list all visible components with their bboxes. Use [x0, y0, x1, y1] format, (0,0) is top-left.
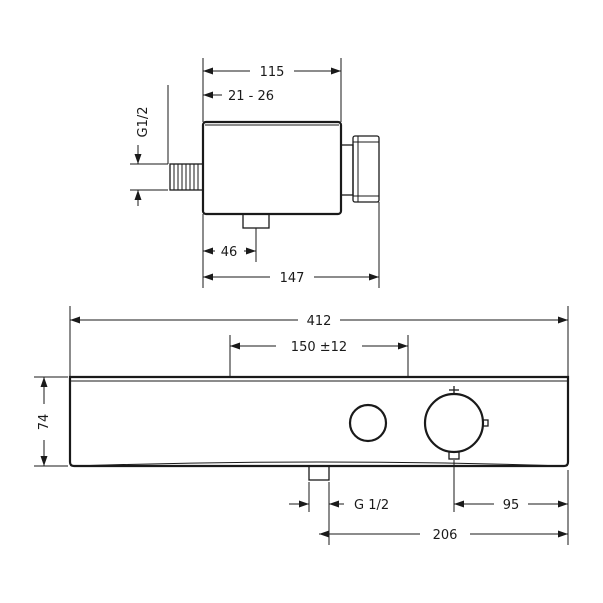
side-knob [340, 135, 380, 203]
dim-front-height: 74 [37, 414, 52, 431]
dim-front-right: 95 [503, 498, 520, 513]
push-button [348, 403, 388, 443]
side-inlet-thread [169, 163, 204, 191]
front-body [68, 375, 570, 468]
dim-front-outlet: 206 [433, 528, 458, 543]
dim-front-thread: G 1/2 [354, 498, 389, 513]
side-outlet [242, 213, 270, 229]
front-view: 412 150 ±12 74 G 1/2 95 [34, 306, 570, 545]
dim-top-outlet: 46 [221, 245, 238, 260]
dim-top-width: 115 [260, 65, 285, 80]
side-view: 115 21 - 26 G1/2 46 147 [130, 58, 380, 288]
dim-top-depth: 147 [280, 271, 305, 286]
dim-top-thread: G1/2 [136, 107, 151, 138]
dim-front-width: 412 [307, 314, 332, 329]
front-outlet [308, 465, 330, 481]
dim-front-spacing: 150 ±12 [291, 340, 347, 355]
thermostat-knob [423, 386, 489, 460]
side-body [201, 120, 343, 216]
dim-top-offset: 21 - 26 [228, 89, 274, 104]
